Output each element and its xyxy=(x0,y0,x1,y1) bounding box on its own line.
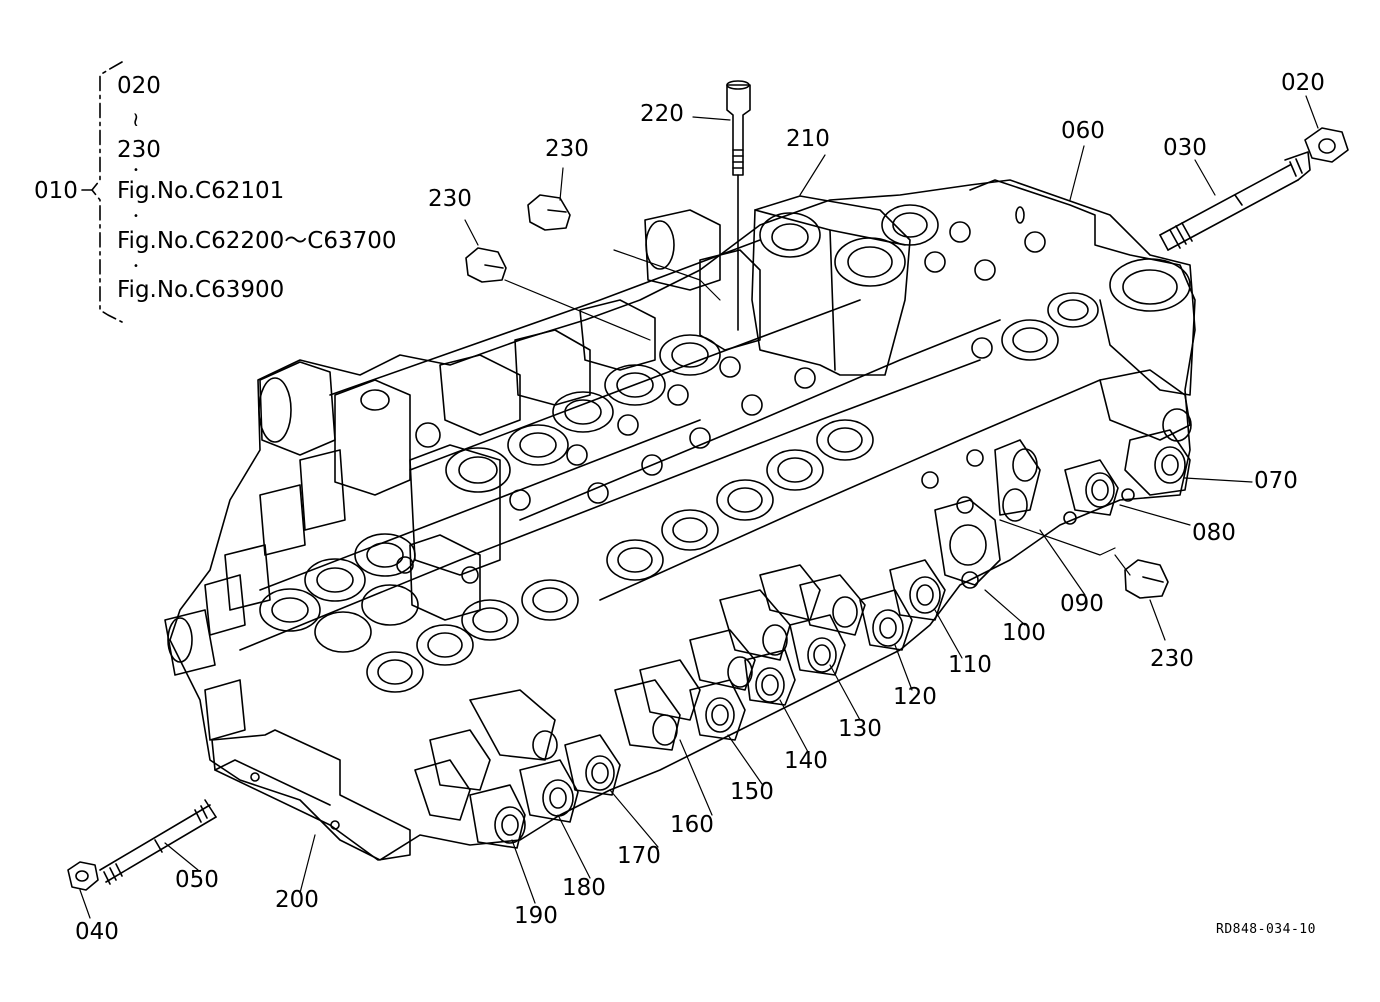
part-label-020-upper: 020 xyxy=(1281,70,1325,96)
part-label-090: 090 xyxy=(1060,591,1104,617)
top-ports xyxy=(260,205,1098,692)
manifold-block-060 xyxy=(970,180,1195,395)
plug-230-right xyxy=(1125,560,1168,598)
plug-230-upper xyxy=(528,195,570,230)
part-label-230-left: 230 xyxy=(428,186,472,212)
drawing-code: RD848-034-10 xyxy=(1216,922,1316,937)
bullet-3: • xyxy=(133,261,139,272)
spool-caps-left xyxy=(415,690,620,848)
bullet-1: • xyxy=(133,165,139,176)
range-from-label: 020 xyxy=(117,73,161,99)
assembly-bracket xyxy=(82,62,122,322)
part-label-100: 100 xyxy=(1002,620,1046,646)
part-label-160: 160 xyxy=(670,812,714,838)
nut-020-upper xyxy=(1305,128,1348,162)
rear-spool-bodies xyxy=(165,210,760,740)
assembly-number: 010 xyxy=(34,178,78,204)
part-label-040: 040 xyxy=(75,919,119,945)
part-label-230-upper: 230 xyxy=(545,136,589,162)
nut-040-lower xyxy=(68,862,98,890)
part-label-150: 150 xyxy=(730,779,774,805)
leader-lines xyxy=(80,96,1318,918)
range-separator: ≀ xyxy=(132,107,140,131)
figure-ref-2: Fig.No.C62200～C63700 xyxy=(117,228,397,254)
part-label-080: 080 xyxy=(1192,520,1236,546)
range-to-label: 230 xyxy=(117,137,161,163)
part-label-110: 110 xyxy=(948,652,992,678)
figure-ref-3: Fig.No.C63900 xyxy=(117,277,285,303)
part-label-200: 200 xyxy=(275,887,319,913)
bullet-2: • xyxy=(133,211,139,222)
part-label-140: 140 xyxy=(784,748,828,774)
bolt-220 xyxy=(727,81,750,330)
part-label-190: 190 xyxy=(514,903,558,929)
part-label-130: 130 xyxy=(838,716,882,742)
part-label-050: 050 xyxy=(175,867,219,893)
plug-230-left xyxy=(466,248,506,282)
part-label-220: 220 xyxy=(640,101,684,127)
stud-bolt-030 xyxy=(1160,152,1310,250)
part-label-120: 120 xyxy=(893,684,937,710)
small-bosses xyxy=(397,222,1134,588)
part-label-180: 180 xyxy=(562,875,606,901)
figure-ref-1: Fig.No.C62101 xyxy=(117,178,285,204)
part-label-070: 070 xyxy=(1254,468,1298,494)
part-label-060: 060 xyxy=(1061,118,1105,144)
bracket-plate-200 xyxy=(212,730,410,860)
part-label-210: 210 xyxy=(786,126,830,152)
stud-bolt-050 xyxy=(100,800,216,884)
upper-cover-block-210 xyxy=(752,196,910,375)
spool-caps-right xyxy=(615,370,1191,750)
part-label-170: 170 xyxy=(617,843,661,869)
part-label-030: 030 xyxy=(1163,135,1207,161)
part-label-230-right: 230 xyxy=(1150,646,1194,672)
